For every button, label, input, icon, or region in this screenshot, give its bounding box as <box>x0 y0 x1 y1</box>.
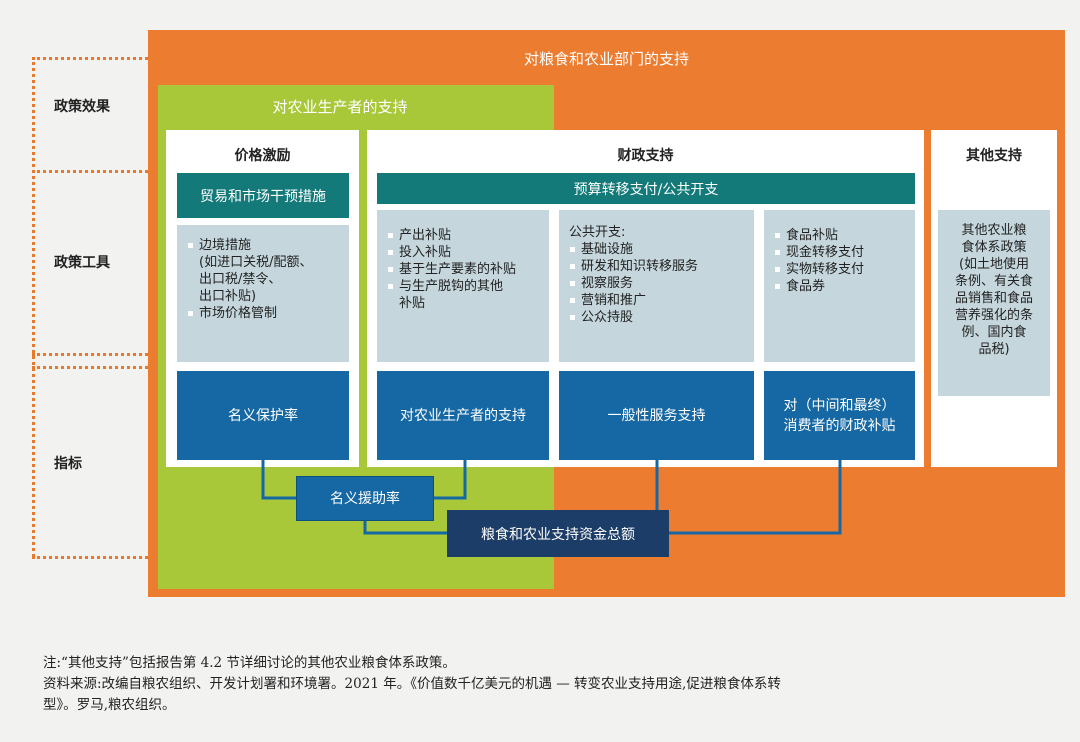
list-item: 与生产脱钩的其他 <box>387 278 543 295</box>
price-incentive-tools: 边境措施 (如进口关税/配额、 出口税/禁令、 出口补贴) 市场价格管制 <box>177 225 349 362</box>
nominal-assistance-rate: 名义援助率 <box>296 476 434 521</box>
row-divider-3 <box>32 353 148 356</box>
list-item: 现金转移支付 <box>774 244 909 261</box>
connector-nominal-right <box>434 460 467 500</box>
row-divider-4 <box>32 366 148 369</box>
footnote-line-1: 注:“其他支持”包括报告第 4.2 节详细讨论的其他农业粮食体系政策。 <box>43 655 456 671</box>
fiscal-support-header: 财政支持 <box>617 148 674 164</box>
other-line: (如土地使用 <box>958 257 1030 272</box>
consumer-subsidy-line1: 对（中间和最终） <box>783 397 896 414</box>
list-item: 基础设施 <box>569 241 748 258</box>
other-line: 例、国内食 <box>961 325 1027 340</box>
public-expenditure-box: 公共开支: 基础设施 研发和知识转移服务 视察服务 营销和推广 公众持股 <box>559 210 754 362</box>
other-line: 营养强化的条 <box>954 308 1033 323</box>
list-item: 市场价格管制 <box>187 305 343 322</box>
other-line: 其他农业粮 <box>961 223 1027 238</box>
other-support-header: 其他支持 <box>966 148 1022 164</box>
footnote-line-3: 型》。罗马,粮农组织。 <box>43 697 176 713</box>
connector-total-right <box>670 460 842 535</box>
connector-nominal-left <box>261 460 296 500</box>
row-divider-vertical <box>32 57 35 557</box>
list-item: 食品券 <box>774 278 909 295</box>
row-divider-2 <box>32 170 148 173</box>
public-expenditure-title: 公共开支: <box>569 225 626 240</box>
consumer-subsidy-line2: 消费者的财政补贴 <box>783 417 896 434</box>
connector-total-left <box>363 521 447 535</box>
list-item: 产出补贴 <box>387 227 543 244</box>
list-item: 补贴 <box>399 296 426 311</box>
row-label-tools: 政策工具 <box>54 255 110 271</box>
budget-transfer-label: 预算转移支付/公共开支 <box>377 173 915 204</box>
consumer-subsidies-box: 食品补贴 现金转移支付 实物转移支付 食品券 <box>764 210 915 362</box>
list-item: (如进口关税/配额、 <box>199 255 313 270</box>
producer-subsidies-box: 产出补贴 投入补贴 基于生产要素的补贴 与生产脱钩的其他 补贴 <box>377 210 549 362</box>
list-item: 营销和推广 <box>569 292 748 309</box>
list-item: 出口税/禁令、 <box>199 272 282 287</box>
nominal-protection-rate: 名义保护率 <box>177 371 349 460</box>
list-item: 出口补贴) <box>199 289 257 304</box>
row-label-effect: 政策效果 <box>54 99 110 115</box>
row-label-indicators: 指标 <box>54 456 82 472</box>
row-divider-bottom <box>32 556 148 559</box>
footnote: 注:“其他支持”包括报告第 4.2 节详细讨论的其他农业粮食体系政策。 资料来源… <box>43 653 1073 716</box>
price-incentive-header: 价格激励 <box>234 148 291 164</box>
footnote-line-2: 资料来源:改编自粮农组织、开发计划署和环境署。2021 年。《价值数千亿美元的机… <box>43 676 781 692</box>
outer-support-title: 对粮食和农业部门的支持 <box>523 50 689 68</box>
list-item: 公众持股 <box>569 309 748 326</box>
list-item: 研发和知识转移服务 <box>569 258 748 275</box>
producer-support-indicator: 对农业生产者的支持 <box>377 371 549 460</box>
other-line: 品销售和食品 <box>954 291 1033 306</box>
consumer-fiscal-subsidy-indicator: 对（中间和最终） 消费者的财政补贴 <box>764 371 915 460</box>
other-line: 条例、有关食 <box>954 274 1033 289</box>
total-support-estimate: 粮食和农业支持资金总额 <box>447 510 669 557</box>
other-line: 食体系政策 <box>961 240 1027 255</box>
general-services-indicator: 一般性服务支持 <box>559 371 754 460</box>
list-item: 边境措施 <box>187 237 343 254</box>
trade-intervention-label: 贸易和市场干预措施 <box>177 173 349 218</box>
list-item: 实物转移支付 <box>774 261 909 278</box>
producer-support-title: 对农业生产者的支持 <box>272 98 408 116</box>
list-item: 投入补贴 <box>387 244 543 261</box>
other-line: 品税) <box>978 342 1010 357</box>
row-divider-top <box>32 57 148 60</box>
list-item: 基于生产要素的补贴 <box>387 261 543 278</box>
list-item: 食品补贴 <box>774 227 909 244</box>
other-policies-box: 其他农业粮 食体系政策 (如土地使用 条例、有关食 品销售和食品 营养强化的条 … <box>938 210 1050 396</box>
list-item: 视察服务 <box>569 275 748 292</box>
